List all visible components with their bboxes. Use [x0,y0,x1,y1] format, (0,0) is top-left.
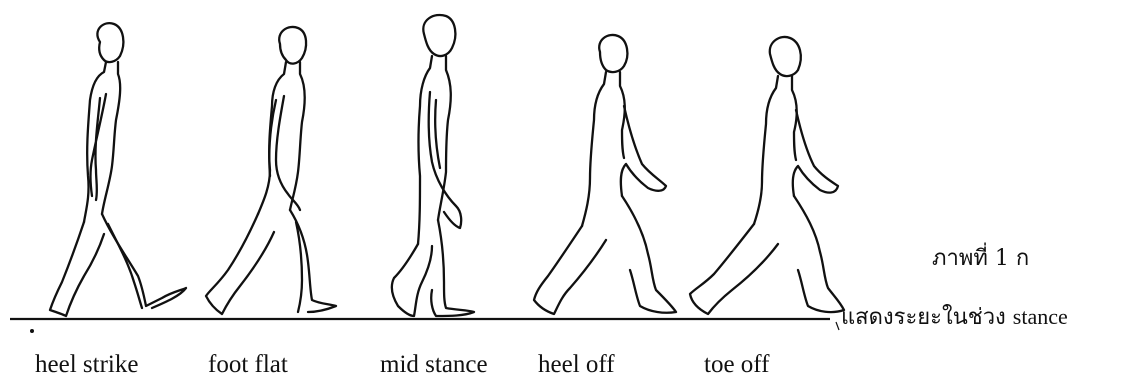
caption-latin-text: stance [1013,304,1068,329]
figure-toe-off [690,37,844,314]
figure-heel-strike [50,23,186,316]
figure-caption-number: ภาพที่ 1 ก [932,248,1029,270]
label-heel-strike: heel strike [35,352,138,377]
figure-heel-off [534,35,676,314]
label-foot-flat: foot flat [208,352,288,377]
label-mid-stance: mid stance [380,352,488,377]
label-toe-off: toe off [704,352,770,377]
ground-dot [30,329,34,333]
figure-mid-stance [392,15,474,316]
ground-end-tick [836,322,839,330]
figure-caption-description: แสดงระยะในช่วง stance [841,306,1068,329]
caption-thai-text: แสดงระยะในช่วง [841,305,1006,330]
figure-foot-flat [206,27,336,314]
label-heel-off: heel off [538,352,615,377]
